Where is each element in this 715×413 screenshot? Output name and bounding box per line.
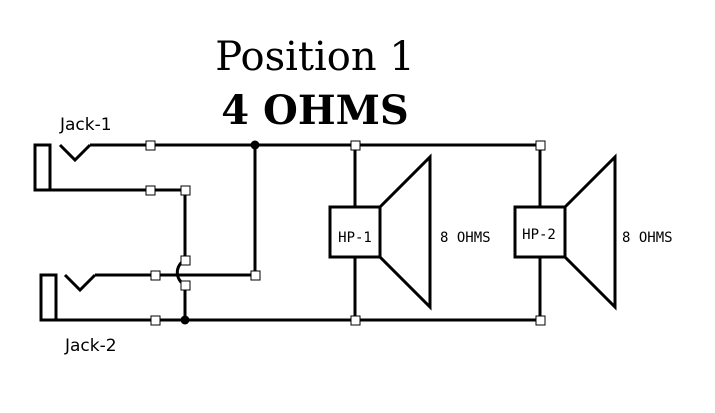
hp-1-impedance: 8 OHMS [440, 230, 491, 246]
diagram-subtitle: 4 OHMS [221, 87, 409, 134]
jack-2-symbol [39, 273, 97, 322]
jack-1-label: Jack-1 [59, 115, 112, 135]
hp-2-impedance: 8 OHMS [622, 230, 673, 246]
wires [50, 143, 542, 322]
hp-1-label: HP-1 [338, 230, 372, 246]
hp-2-label: HP-2 [522, 227, 556, 243]
connection-points [145, 140, 546, 326]
jack-1-symbol [33, 143, 92, 192]
jack-2-label: Jack-2 [64, 336, 117, 356]
junction-dots [180, 140, 260, 325]
diagram-title: Position 1 [215, 34, 415, 80]
speaker-hp-2: HP-2 8 OHMS [513, 153, 673, 311]
speaker-hp-1: HP-1 8 OHMS [328, 153, 491, 311]
